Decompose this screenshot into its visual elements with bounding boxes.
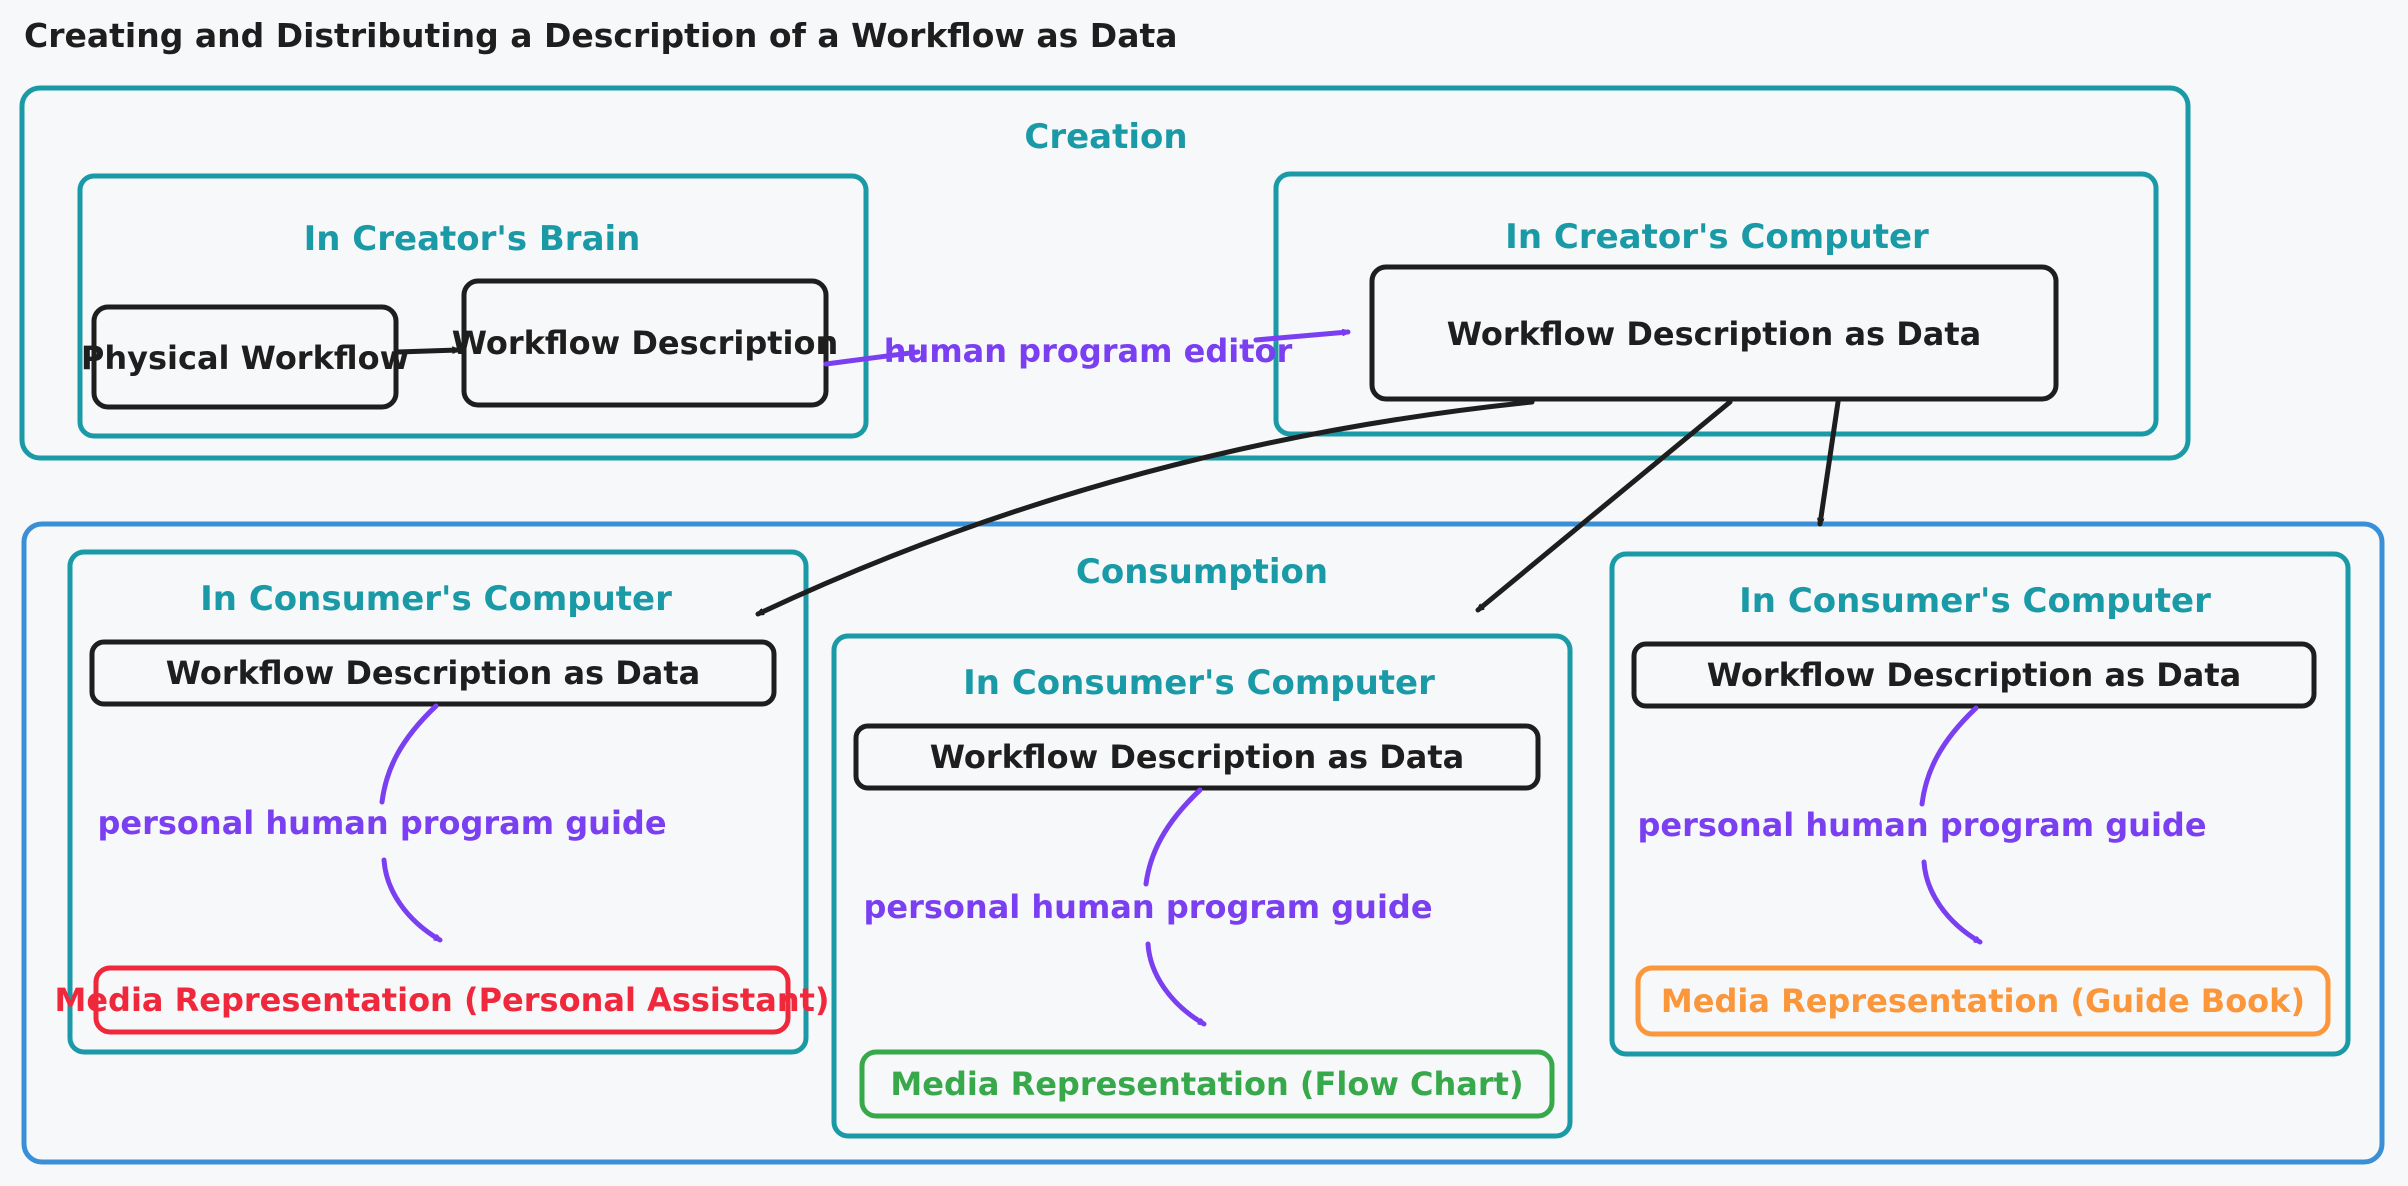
media-personal-assistant-node[interactable]: Media Representation (Personal Assistant… bbox=[54, 965, 830, 1035]
distribute-arrow-flow-chart bbox=[1475, 399, 1733, 613]
distribute-arrow-guide-book bbox=[1820, 399, 1841, 527]
creator-brain-border bbox=[77, 173, 869, 439]
creator-workflow-data-label: Workflow Description as Data bbox=[1447, 315, 1982, 353]
consumer-1-label: In Consumer's Computer bbox=[200, 579, 672, 619]
consumer-3-guide-label: personal human program guide bbox=[1637, 806, 2206, 844]
consumer-1-guide-edge-top bbox=[379, 703, 439, 805]
consumer-2-workflow-data-label: Workflow Description as Data bbox=[930, 738, 1465, 776]
consumer-2-border bbox=[831, 633, 1573, 1139]
consumer-1-workflow-data-label: Workflow Description as Data bbox=[166, 654, 701, 692]
editor-edge-end bbox=[1253, 332, 1351, 343]
creator-workflow-data-node[interactable]: Workflow Description as Data bbox=[1369, 264, 2059, 402]
media-flow-chart-node[interactable]: Media Representation (Flow Chart) bbox=[859, 1049, 1555, 1119]
consumer-group-flow-chart: In Consumer's Computer Workflow Descript… bbox=[831, 633, 1573, 1139]
consumer-group-personal-assistant: In Consumer's Computer Workflow Descript… bbox=[54, 549, 830, 1055]
consumer-3-label: In Consumer's Computer bbox=[1739, 581, 2211, 621]
consumer-3-border bbox=[1609, 551, 2351, 1057]
creator-computer-label: In Creator's Computer bbox=[1505, 217, 1929, 257]
media-guide-book-node[interactable]: Media Representation (Guide Book) bbox=[1635, 965, 2331, 1037]
diagram-title: Creating and Distributing a Description … bbox=[24, 16, 1178, 55]
consumer-1-workflow-data-node[interactable]: Workflow Description as Data bbox=[89, 639, 777, 707]
consumer-2-guide-edge-top bbox=[1143, 787, 1203, 887]
creation-label: Creation bbox=[1024, 117, 1187, 157]
consumer-3-workflow-data-label: Workflow Description as Data bbox=[1707, 656, 2242, 694]
consumer-2-label: In Consumer's Computer bbox=[963, 663, 1435, 703]
consumer-1-guide-edge-bottom bbox=[381, 857, 443, 943]
media-guide-book-label: Media Representation (Guide Book) bbox=[1661, 982, 2305, 1020]
consumption-label: Consumption bbox=[1076, 552, 1328, 592]
consumer-2-guide-edge-bottom bbox=[1145, 941, 1207, 1027]
creator-brain-group: In Creator's Brain Physical Workflow Wor… bbox=[77, 173, 869, 439]
consumption-frame-border bbox=[21, 521, 2385, 1165]
workflow-description-node[interactable]: Workflow Description bbox=[452, 278, 839, 408]
creator-brain-label: In Creator's Brain bbox=[304, 219, 641, 259]
consumer-1-guide-label: personal human program guide bbox=[97, 804, 666, 842]
editor-edge-start bbox=[823, 349, 921, 367]
media-flow-chart-label: Media Representation (Flow Chart) bbox=[890, 1065, 1523, 1103]
creator-computer-group: In Creator's Computer Workflow Descripti… bbox=[1273, 171, 2159, 437]
media-personal-assistant-label: Media Representation (Personal Assistant… bbox=[54, 981, 829, 1019]
workflow-description-label: Workflow Description bbox=[452, 324, 839, 362]
consumer-2-workflow-data-node[interactable]: Workflow Description as Data bbox=[853, 723, 1541, 791]
physical-workflow-node[interactable]: Physical Workflow bbox=[81, 304, 409, 410]
physical-workflow-label: Physical Workflow bbox=[81, 339, 409, 377]
creation-frame: Creation In Creator's Brain Physical Wor… bbox=[19, 85, 2191, 461]
consumer-3-workflow-data-node[interactable]: Workflow Description as Data bbox=[1631, 641, 2317, 709]
consumer-2-guide-label: personal human program guide bbox=[863, 888, 1432, 926]
distribute-arrow-personal-assistant bbox=[755, 399, 1535, 617]
consumption-frame: Consumption In Consumer's Computer Workf… bbox=[21, 521, 2385, 1165]
consumer-3-guide-edge-bottom bbox=[1921, 859, 1983, 945]
physical-to-description-arrow bbox=[395, 350, 461, 355]
editor-edge-label: human program editor bbox=[884, 332, 1293, 370]
consumer-3-guide-edge-top bbox=[1919, 705, 1979, 807]
creation-frame-border bbox=[19, 85, 2191, 461]
consumer-group-guide-book: In Consumer's Computer Workflow Descript… bbox=[1609, 551, 2351, 1057]
consumer-1-border bbox=[67, 549, 809, 1055]
creator-computer-border bbox=[1273, 171, 2159, 437]
